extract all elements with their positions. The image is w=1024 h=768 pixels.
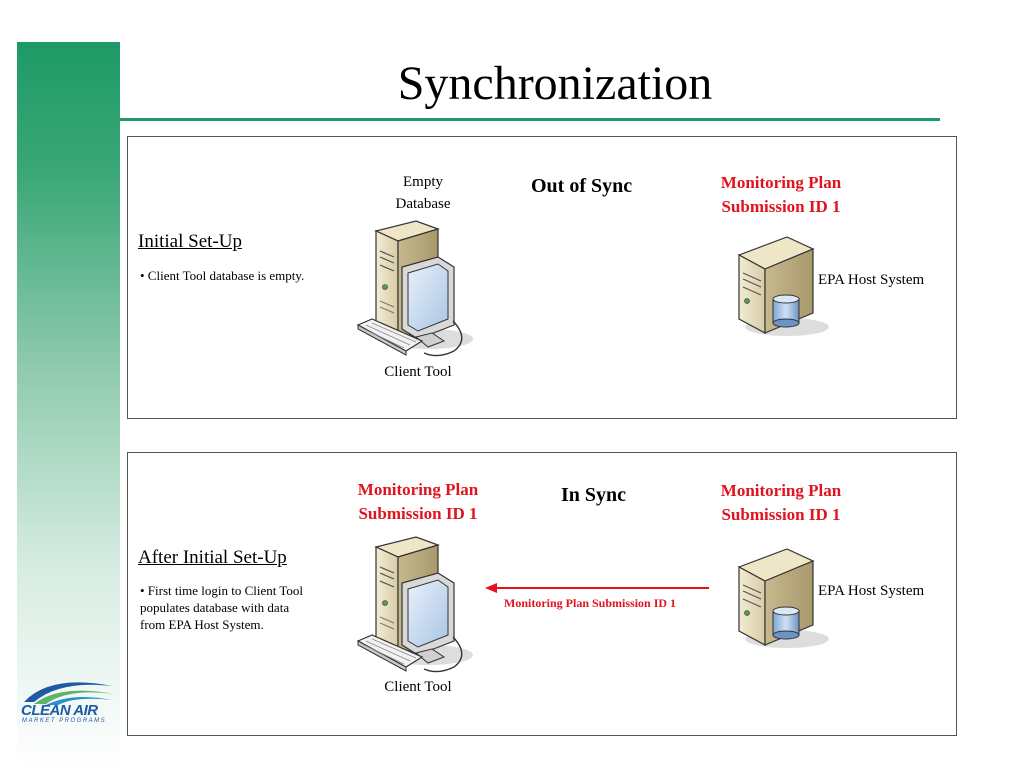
epa-host-system-label: EPA Host System — [818, 583, 925, 599]
initial-setup-bullet: • Client Tool database is empty. — [140, 268, 305, 283]
clean-air-logo: CLEAN AIR MARKET PROGRAMS — [20, 672, 116, 728]
sync-arrow-label: Monitoring Plan Submission ID 1 — [504, 596, 677, 610]
client-tool-workstation-icon — [357, 536, 474, 673]
logo-name: CLEAN AIR — [21, 702, 98, 719]
client-submission-label: Monitoring Plan Submission ID 1 — [357, 480, 479, 523]
side-accent-bar — [17, 42, 120, 768]
empty-database-label: Empty Database — [395, 174, 451, 212]
epa-host-system-label: EPA Host System — [818, 272, 925, 288]
in-sync-status: In Sync — [561, 484, 627, 506]
client-tool-workstation-icon — [357, 220, 474, 357]
initial-setup-heading: Initial Set-Up — [138, 231, 242, 252]
logo-tagline: MARKET PROGRAMS — [22, 718, 107, 724]
slide-title: Synchronization — [397, 57, 713, 110]
title-underline — [120, 118, 940, 121]
initial-setup-panel: Initial Set-Up • Client Tool database is… — [127, 136, 957, 419]
client-tool-label: Client Tool — [384, 364, 452, 380]
host-submission-label: Monitoring Plan Submission ID 1 — [720, 173, 842, 216]
sync-arrow — [485, 583, 709, 593]
host-submission-label: Monitoring Plan Submission ID 1 — [720, 481, 842, 524]
after-setup-panel: After Initial Set-Up • First time login … — [127, 452, 957, 736]
logo-swoosh-icon — [24, 682, 114, 705]
after-setup-heading: After Initial Set-Up — [138, 547, 287, 568]
after-setup-bullet: • First time login to Client Tool popula… — [140, 583, 304, 632]
client-tool-label: Client Tool — [384, 679, 452, 695]
out-of-sync-status: Out of Sync — [531, 175, 633, 197]
